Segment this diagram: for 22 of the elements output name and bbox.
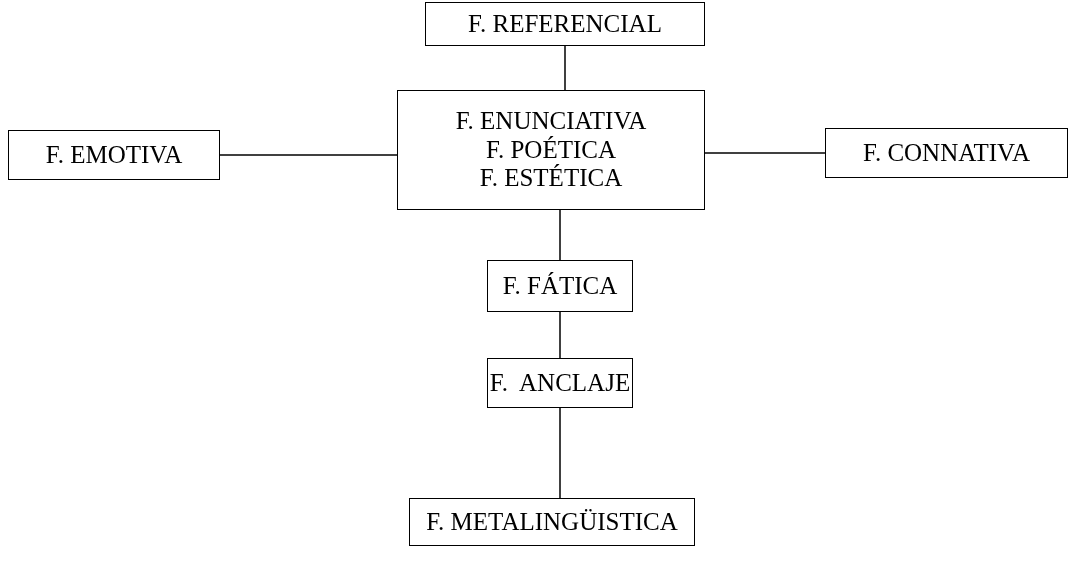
box-label: F. ANCLAJE [489,368,631,398]
text-box [397,90,705,210]
box-label: F. ESTÉTICA [479,164,623,194]
box-label: F. METALINGÜISTICA [426,507,678,537]
box-label: F. CONNATIVA [863,138,1030,168]
connector-line [559,407,561,499]
box-label: F. ENUNCIATIVA [455,106,647,136]
box-label: F. REFERENCIAL [468,9,662,39]
box-label: F. EMOTIVA [45,140,183,170]
text-box [487,260,633,312]
connector-line [219,154,398,156]
text-box [825,128,1068,178]
box-label: F. FÁTICA [502,271,618,301]
text-box [425,2,705,46]
connector-line [559,311,561,359]
connector-line [564,45,566,91]
text-box [487,358,633,408]
text-box [409,498,695,546]
box-label: F. POÉTICA [486,135,616,164]
connector-line [704,152,826,154]
text-box [8,130,220,180]
connector-line [559,209,561,261]
